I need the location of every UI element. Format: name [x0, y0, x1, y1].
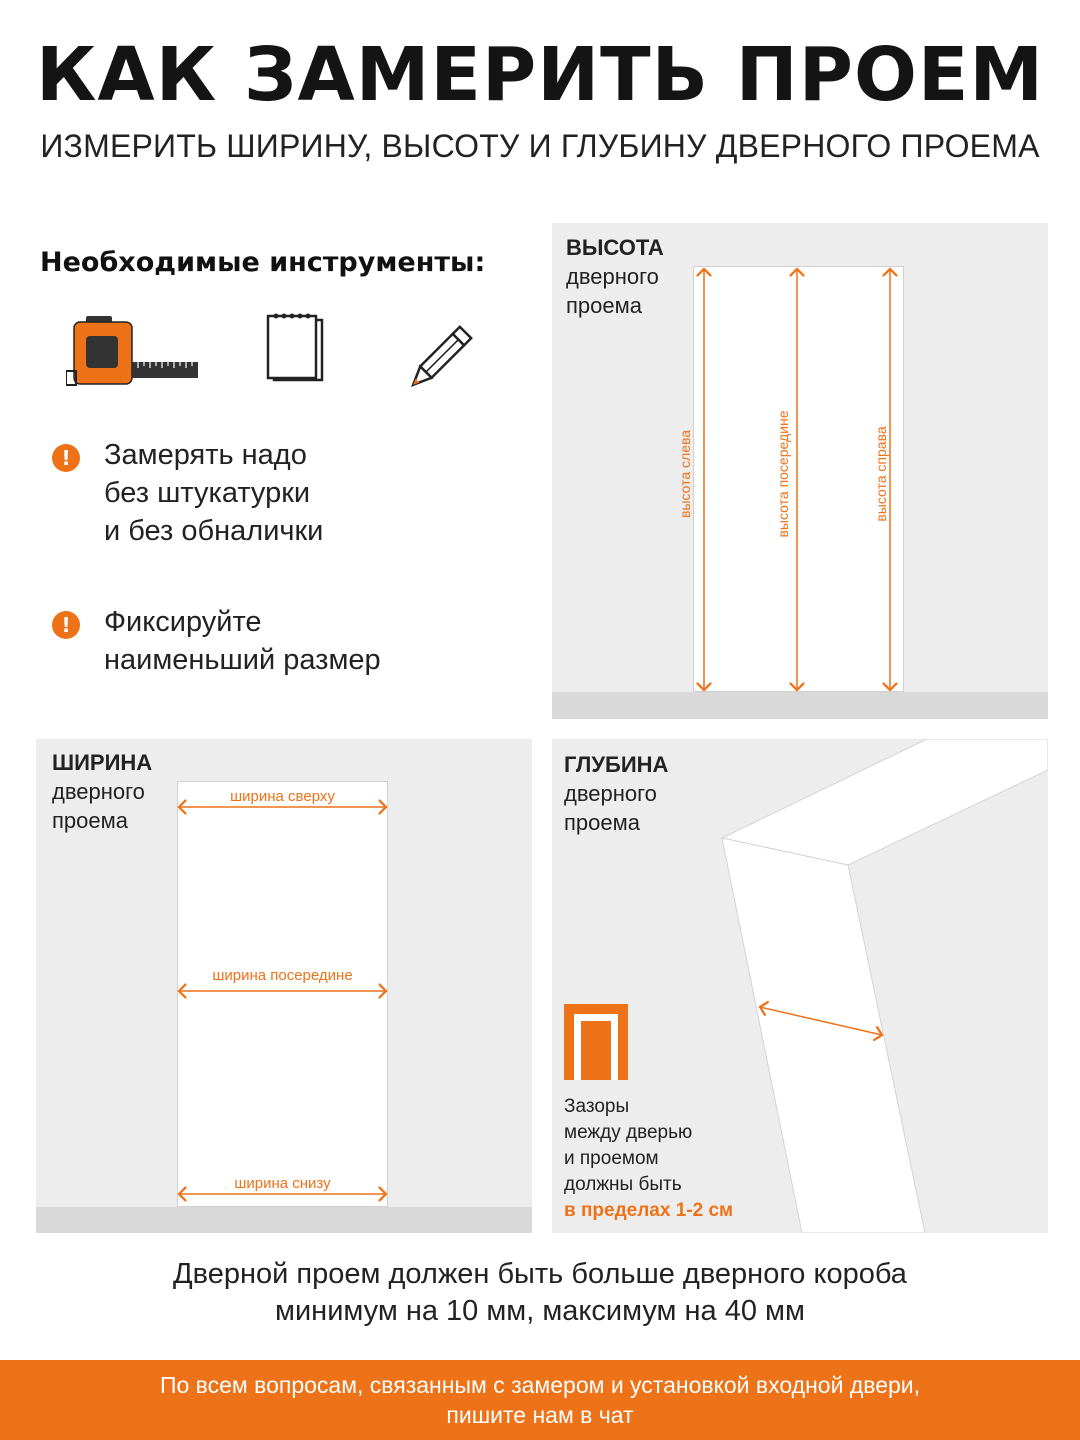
height-panel-label: ВЫСОТА дверного проема [566, 235, 664, 318]
width-panel: ШИРИНА дверного проема ширина сверху шир… [36, 739, 532, 1233]
width-middle-label: ширина посередине [212, 967, 353, 984]
floor [36, 1207, 532, 1233]
page-subtitle: ИЗМЕРИТЬ ШИРИНУ, ВЫСОТУ И ГЛУБИНУ ДВЕРНО… [40, 128, 1040, 164]
width-panel-label: ШИРИНА дверного проема [52, 750, 153, 833]
page-title: КАК ЗАМЕРИТЬ ПРОЕМ [35, 32, 1045, 118]
exclamation-icon: ! [52, 444, 80, 472]
floor [552, 692, 1048, 719]
note-text: Фиксируйте наименьший размер [104, 606, 381, 676]
depth-panel: ГЛУБИНА дверного проема [552, 739, 1048, 1233]
height-left-label: высота слева [677, 429, 693, 519]
depth-diagram [720, 739, 1048, 1233]
width-bottom-label: ширина снизу [234, 1175, 331, 1192]
height-middle-label: высота посередине [775, 410, 791, 538]
width-top-label: ширина сверху [230, 788, 335, 805]
height-panel: ВЫСОТА дверного проема высота слева высо… [552, 223, 1048, 719]
notepad-icon [266, 313, 324, 382]
tools-heading: Необходимые инструменты: [40, 247, 486, 278]
footer-banner: По всем вопросам, связанным с замером и … [0, 1360, 1080, 1440]
height-right-label: высота справа [873, 426, 889, 522]
door-frame-icon [564, 1004, 628, 1080]
tape-measure-icon [66, 316, 198, 386]
depth-arrow [760, 1007, 882, 1035]
note-text: Замерять надо без штукатурки и без обнал… [104, 439, 324, 547]
gap-note: Зазоры между дверью и проемом должны быт… [564, 1094, 784, 1224]
width-arrows [36, 739, 532, 1233]
size-requirement-note: Дверной проем должен быть больше дверног… [173, 1258, 907, 1327]
exclamation-icon: ! [52, 611, 80, 639]
gap-range: в пределах 1-2 см [564, 1200, 734, 1221]
height-arrows [552, 223, 1048, 719]
pencil-icon [411, 325, 473, 387]
depth-panel-label: ГЛУБИНА дверного проема [564, 752, 669, 835]
